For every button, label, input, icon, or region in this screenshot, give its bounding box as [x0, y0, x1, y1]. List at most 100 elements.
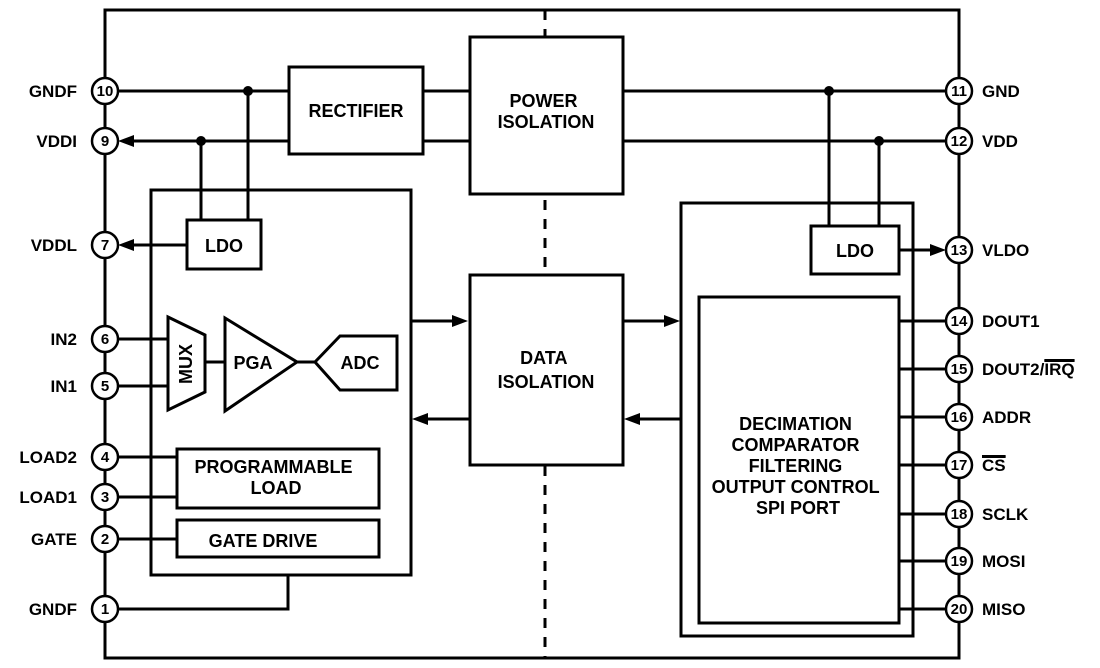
rectifier-block	[287, 65, 425, 156]
pin-name-text: GND	[982, 82, 1020, 101]
ldo-right-label: LDO	[836, 241, 874, 261]
rectifier-label: RECTIFIER	[308, 101, 403, 121]
pin-number: 10	[97, 83, 114, 100]
pin-name-text: VDDL	[31, 236, 77, 255]
pin-number: 15	[951, 361, 968, 378]
adc-block	[312, 334, 399, 392]
pin-circle	[944, 499, 974, 529]
pin-circle	[944, 354, 974, 384]
mux-label: MUX	[176, 344, 196, 384]
programmable-load-label: PROGRAMMABLE LOAD	[194, 457, 357, 498]
pin: 11 GND	[944, 76, 1020, 106]
data-isolation-line: DATA	[520, 348, 567, 368]
pin-circle	[944, 76, 974, 106]
pin-name: LOAD2	[19, 448, 77, 467]
pga-block	[223, 315, 300, 414]
data-iso-to-right-arrow	[664, 315, 680, 327]
data-iso-to-left-arrow	[412, 413, 428, 425]
pin-circle	[90, 371, 120, 401]
data-isolation-line: ISOLATION	[498, 372, 595, 392]
pin-name-text: GNDF	[29, 82, 77, 101]
pin-name-text: VDDI	[36, 132, 77, 151]
digital-core-line: DECIMATION	[739, 414, 852, 434]
pin-circle	[90, 230, 120, 260]
pin-name: GATE	[31, 530, 77, 549]
pin-number: 9	[101, 133, 109, 150]
pin-circle	[90, 442, 120, 472]
pin: 4 LOAD2	[19, 442, 120, 472]
pin-name: CS	[982, 456, 1006, 475]
pin-name: SCLK	[982, 505, 1029, 524]
gate-drive-block	[175, 518, 381, 559]
gate-drive-label: GATE DRIVE	[209, 531, 318, 551]
programmable-load-line: LOAD	[251, 478, 302, 498]
pin-circle	[944, 306, 974, 336]
mux-block	[166, 314, 207, 413]
pin-name-text: GATE	[31, 530, 77, 549]
pin-name-text: VDD	[982, 132, 1018, 151]
pin: 7 VDDL	[31, 230, 120, 260]
pin-name-text: DOUT1	[982, 312, 1040, 331]
pin-name: VDDL	[31, 236, 77, 255]
pin-name-text: GNDF	[29, 600, 77, 619]
pin-name: VLDO	[982, 241, 1029, 260]
digital-core-line: COMPARATOR	[731, 435, 859, 455]
pin-name-text: MOSI	[982, 552, 1025, 571]
pin-name: DOUT2/IRQ	[982, 360, 1075, 379]
pin-circle	[90, 76, 120, 106]
ldo-left-block	[185, 218, 263, 271]
pin-circle	[944, 402, 974, 432]
pin-name: GNDF	[29, 82, 77, 101]
pin: 15 DOUT2/IRQ	[944, 354, 1075, 384]
data-isolation-block	[468, 273, 625, 467]
pin-name-text: MISO	[982, 600, 1025, 619]
pin-number: 7	[101, 237, 109, 254]
pin-name: GNDF	[29, 600, 77, 619]
pin-circle	[944, 126, 974, 156]
pin-name: DOUT1	[982, 312, 1040, 331]
pin-name-overbar: CS	[982, 456, 1006, 475]
pin-name: IN2	[51, 330, 77, 349]
pin-circle	[90, 524, 120, 554]
pin: 5 IN1	[51, 371, 120, 401]
digital-core-line: SPI PORT	[756, 498, 840, 518]
junction-dot	[874, 136, 884, 146]
pin-name: VDDI	[36, 132, 77, 151]
pin-circle	[90, 324, 120, 354]
pin: 10 GNDF	[29, 76, 120, 106]
power-isolation-line: ISOLATION	[498, 112, 595, 132]
pin-name-text: DOUT2/	[982, 360, 1045, 379]
pin-number: 14	[951, 313, 968, 330]
digital-core-label: DECIMATION COMPARATOR FILTERING OUTPUT C…	[712, 414, 885, 518]
left-pins: 10GNDF9VDDI7VDDL6IN25IN14LOAD23LOAD12GAT…	[19, 76, 120, 624]
left-inner-block	[149, 188, 413, 577]
pin-number: 2	[101, 531, 109, 548]
pin-name: MISO	[982, 600, 1025, 619]
pin-number: 5	[101, 378, 109, 395]
pin-name: GND	[982, 82, 1020, 101]
pin-circle	[944, 235, 974, 265]
pin-name: ADDR	[982, 408, 1031, 427]
pin-circle	[944, 594, 974, 624]
data-isolation-label: DATA ISOLATION	[498, 348, 595, 392]
pin-name-text: SCLK	[982, 505, 1029, 524]
pin-circle	[944, 546, 974, 576]
pin-number: 11	[951, 83, 967, 100]
pin: 14 DOUT1	[944, 306, 1040, 336]
pin-name-text: IN2	[51, 330, 77, 349]
pin-name-text: ADDR	[982, 408, 1031, 427]
pin: 9 VDDI	[36, 126, 120, 156]
junction-dot	[196, 136, 206, 146]
pin-number: 4	[101, 449, 110, 466]
pin-name-text: IN1	[51, 377, 77, 396]
digital-core-line: OUTPUT CONTROL	[712, 477, 880, 497]
pin-name-text: VLDO	[982, 241, 1029, 260]
